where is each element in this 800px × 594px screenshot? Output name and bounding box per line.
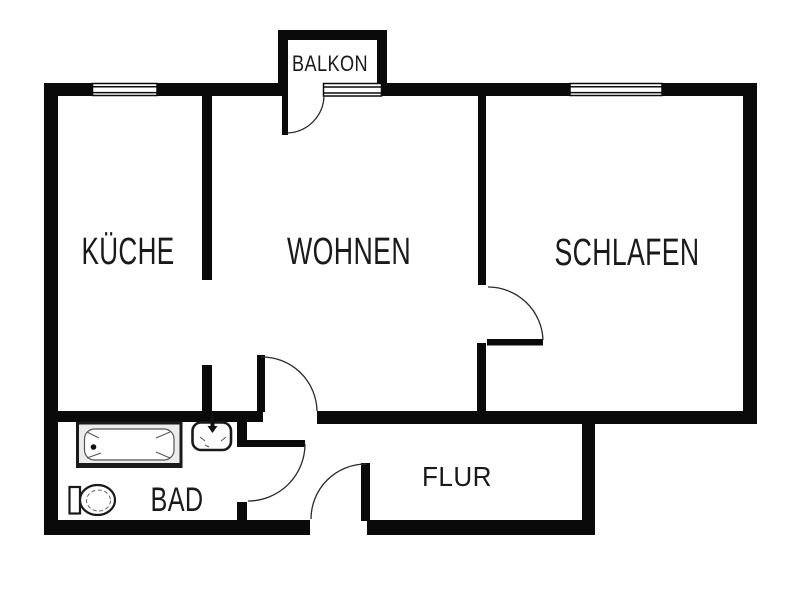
bad-door-arc — [247, 443, 306, 502]
balcony-window-icon — [322, 82, 383, 97]
toilet-icon — [68, 483, 117, 517]
wall-segment-mid-horizontal — [58, 411, 263, 422]
room-label-wohnen: WOHNEN — [287, 231, 411, 273]
wall-segment-right — [743, 83, 757, 424]
wall-segment-top-2 — [157, 83, 288, 96]
room-label-schlafen: SCHLAFEN — [555, 232, 700, 274]
wall-segment-top-4 — [662, 83, 757, 96]
wall-segment-balcony-top — [278, 30, 387, 40]
wohnen-door-arc — [260, 356, 318, 412]
wall-segment-balcony-left — [278, 30, 288, 96]
kueche-window-icon — [91, 82, 158, 97]
door-leaves — [247, 95, 543, 521]
room-label-flur: FLUR — [422, 461, 492, 492]
door-swing-arcs — [247, 94, 544, 520]
wohnen-door-leaf — [257, 355, 265, 412]
sink-icon — [191, 416, 233, 452]
wall-segment-bottom-2 — [367, 520, 595, 535]
bathtub-icon — [76, 421, 183, 468]
walls — [44, 30, 757, 535]
wall-segment-top-3 — [382, 83, 570, 96]
wall-segment-bad-divider-top — [237, 411, 247, 447]
schlafen-door-arc — [487, 286, 544, 341]
wall-segment-bottom-1 — [44, 520, 310, 535]
room-labels: KÜCHE WOHNEN SCHLAFEN BAD FLUR BALKON — [82, 51, 700, 519]
wall-segment-bad-divider-bottom — [237, 502, 247, 520]
wall-segment-wohnen-divider-top — [478, 96, 486, 285]
wall-segment-kueche-divider-bottom — [202, 365, 212, 411]
wall-segment-kueche-divider-top — [202, 96, 212, 280]
wall-segment-flur-right — [582, 411, 595, 535]
entrance-door-leaf — [361, 463, 370, 521]
wall-segment-left — [44, 83, 58, 535]
doors — [247, 94, 544, 521]
fixtures — [68, 416, 233, 517]
room-label-balkon: BALKON — [292, 51, 368, 76]
wall-segment-balcony-right — [377, 30, 387, 96]
entrance-door-arc — [310, 463, 367, 520]
wall-segment-wohnen-divider-bottom — [477, 343, 486, 411]
schlafen-door-leaf — [487, 339, 543, 346]
balcony-door-leaf — [282, 95, 288, 135]
wall-segment-top-1 — [44, 83, 92, 96]
wall-segment-schlafen-bottom — [317, 411, 757, 424]
schlafen-window-icon — [569, 82, 663, 97]
balcony-door-arc — [287, 94, 325, 134]
bad-door-leaf — [247, 440, 305, 447]
windows — [91, 82, 663, 97]
room-label-kueche: KÜCHE — [82, 231, 175, 273]
room-label-bad: BAD — [151, 481, 204, 519]
